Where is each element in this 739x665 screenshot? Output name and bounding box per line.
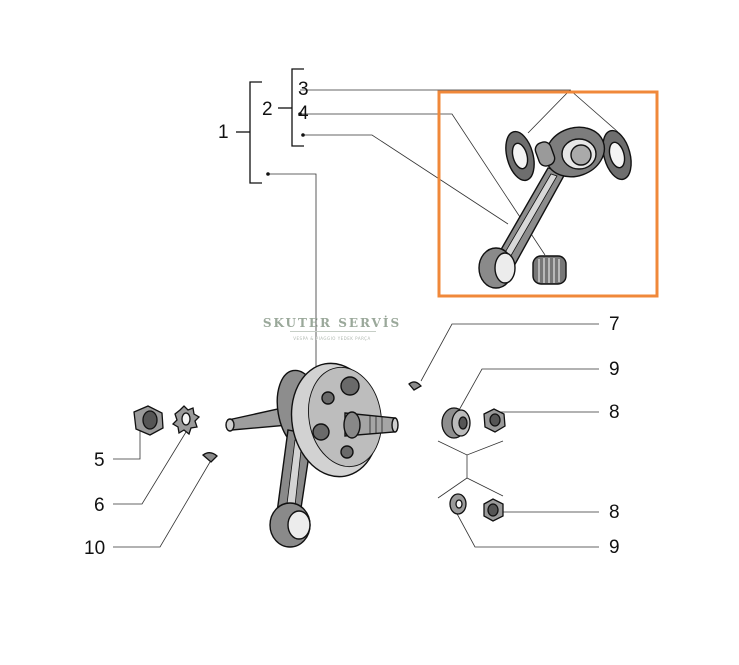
watermark-title: SKUTER SERVİS [262,316,402,330]
hex-nut [133,405,164,436]
hex-nut [483,498,504,522]
callout-10: 10 [84,538,106,559]
callout-3: 3 [298,79,309,100]
callout-5: 5 [94,450,105,471]
leader-lines [113,89,619,548]
callout-7: 7 [609,314,620,335]
callout-4: 4 [298,103,309,124]
conrod-assembly [478,126,632,289]
watermark-rule [290,331,376,332]
crankshaft [225,362,399,548]
callout-9-lower: 9 [609,537,620,558]
callout-9-upper: 9 [609,359,620,380]
needle-bearing-small-end [532,255,567,285]
bracket-1 [249,81,262,184]
flat-washer [449,493,467,515]
woodruff-key [201,452,218,463]
callout-8-upper: 8 [609,402,620,423]
callout-1: 1 [218,122,229,143]
callout-8-lower: 8 [609,502,620,523]
highlight-box [437,90,659,298]
drive-gear [441,407,471,439]
hex-nut [483,408,506,433]
lock-washer [171,405,201,436]
callout-6: 6 [94,495,105,516]
woodruff-key [408,381,423,391]
watermark-subtitle: VESPA & PIAGGIO YEDEK PARÇA [293,336,371,341]
callout-2: 2 [262,99,273,120]
